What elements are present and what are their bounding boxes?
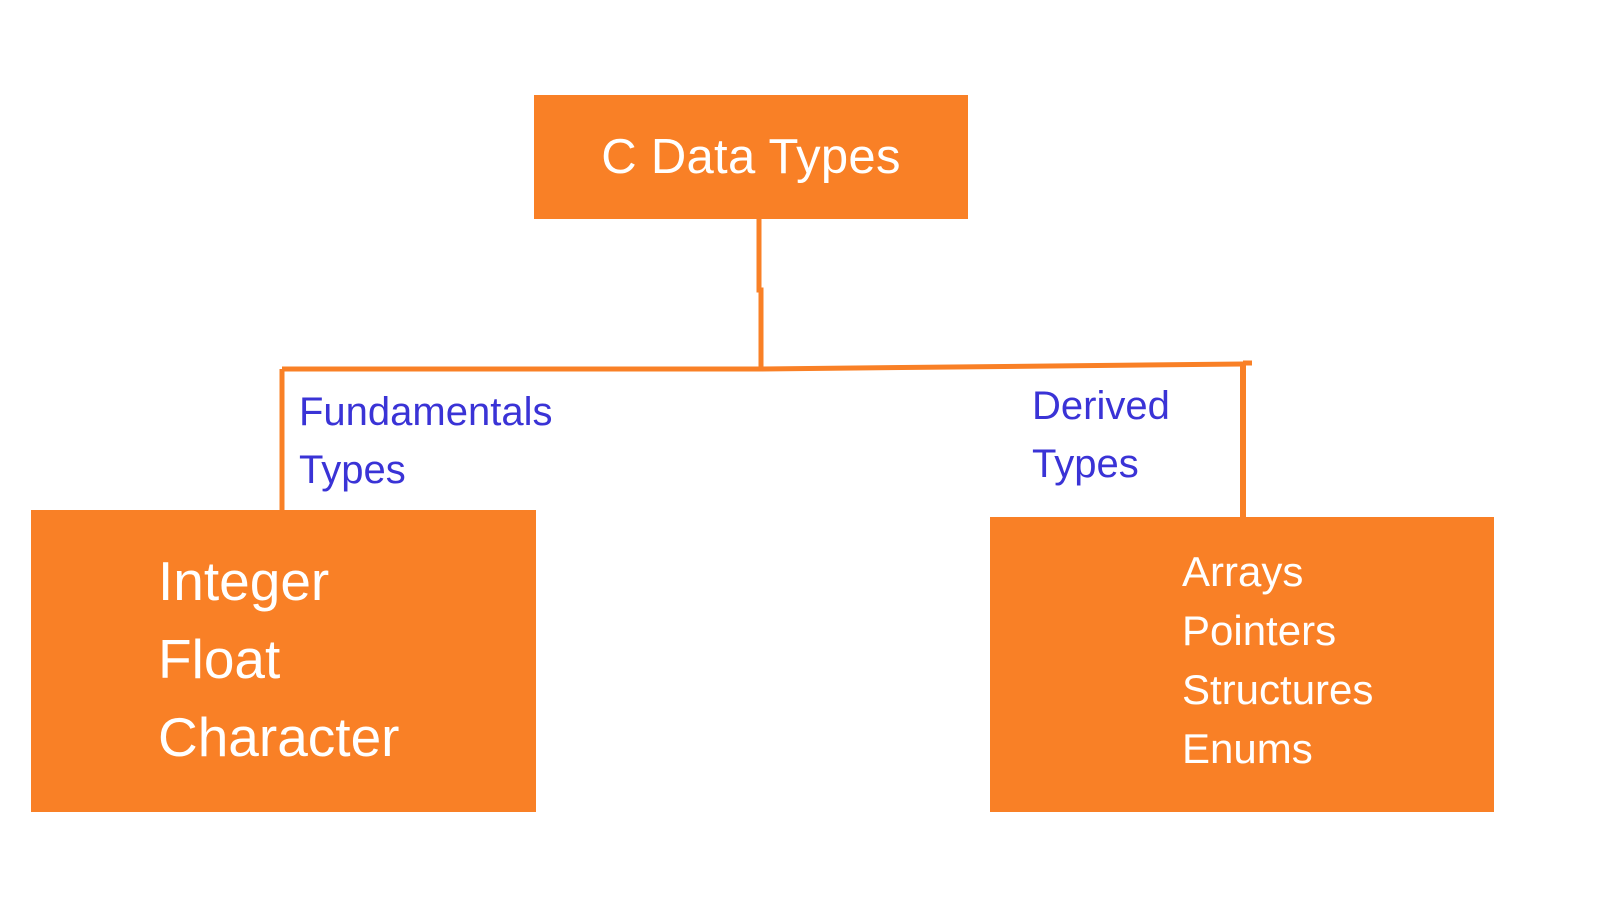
list-item: Integer (158, 550, 330, 612)
edge-label-derived-line2: Types (1032, 442, 1139, 486)
edge-label-fundamentals-line2: Types (299, 448, 406, 492)
edge-label-derived-types: Derived Types (1032, 377, 1170, 493)
list-item: Arrays (1182, 548, 1304, 595)
trunk-connector (756, 219, 764, 369)
list-item: Pointers (1182, 607, 1337, 654)
fundamentals-types-node: Integer Float Character (31, 510, 536, 812)
root-node-label: C Data Types (601, 129, 901, 184)
edge-label-fundamentals-types: Fundamentals Types (299, 383, 552, 499)
edge-label-derived-line1: Derived (1032, 384, 1170, 428)
list-item: Enums (1182, 725, 1313, 772)
list-item: Structures (1182, 666, 1374, 713)
bus-right-connector (760, 361, 1244, 372)
edge-label-fundamentals-line1: Fundamentals (299, 390, 553, 434)
root-node: C Data Types (534, 95, 968, 219)
derived-types-node: Arrays Pointers Structures Enums (990, 517, 1494, 812)
list-item: Character (158, 706, 400, 768)
list-item: Float (158, 628, 281, 690)
